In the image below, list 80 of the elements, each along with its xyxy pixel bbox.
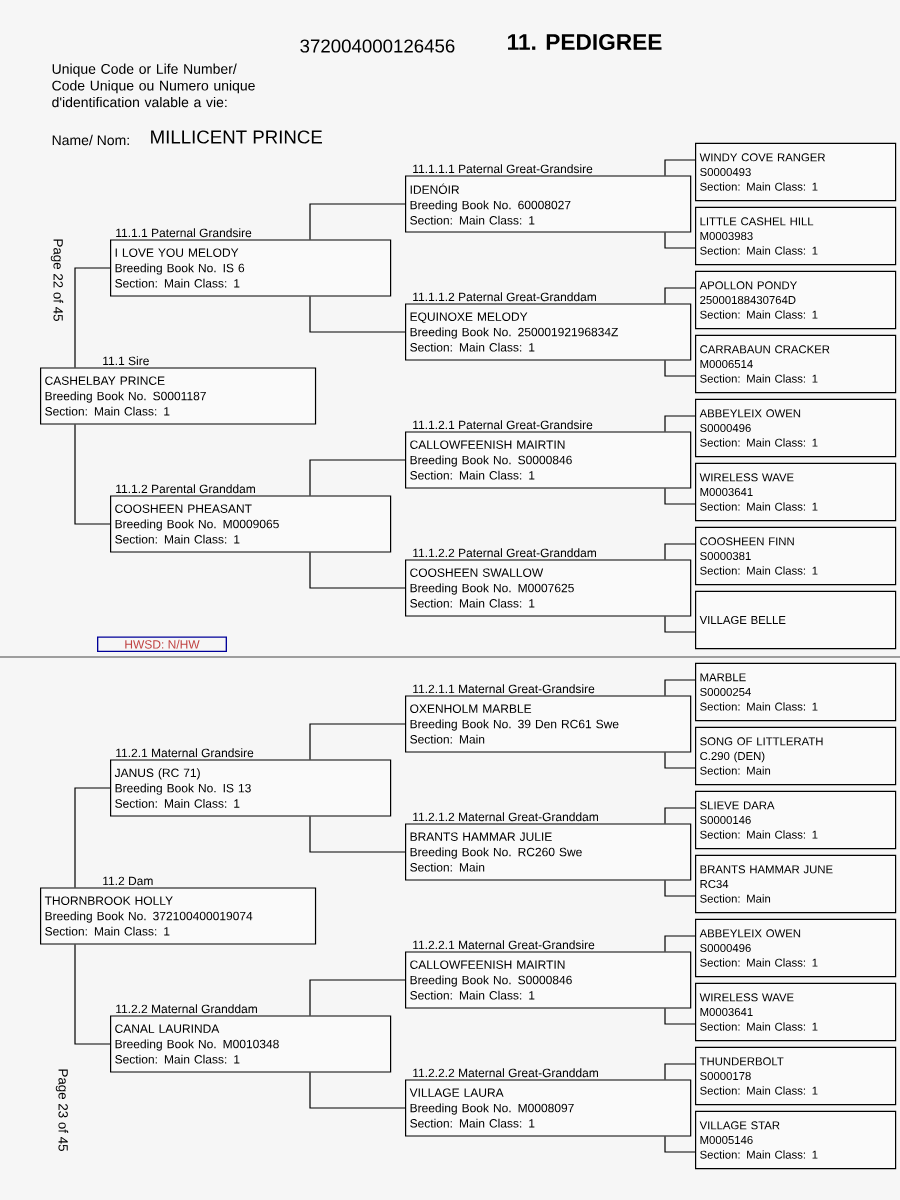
connector-line [309, 816, 406, 853]
box-heading: 11.1.2.2 Paternal Great-Granddam [413, 548, 596, 558]
connector-line [664, 616, 696, 633]
stamp: HWSD: N/HW [97, 636, 227, 652]
page-number: Page 23 of 45 [55, 1069, 69, 1151]
connector-line [664, 807, 696, 824]
box-heading: 11.2.2.2 Maternal Great-Granddam [413, 1068, 598, 1078]
connector-line [664, 752, 696, 769]
pedigree-box: WINDY COVE RANGER S0000493 Section: Main Class: 1 [695, 142, 897, 202]
animal-name: MILLICENT PRINCE [151, 130, 322, 144]
box-heading: 11.1.1.1 Paternal Great-Grandsire [413, 164, 593, 174]
connector-line [309, 1072, 406, 1109]
box-heading: 11.2.2 Maternal Granddam [116, 1004, 257, 1014]
pedigree-box: CASHELBAY PRINCE Breeding Book No. S0001187 Section: Main Class: 1 [40, 367, 317, 425]
connector-line [664, 415, 696, 432]
connector-line [309, 552, 406, 589]
box-heading: 11.1.1.2 Paternal Great-Granddam [413, 292, 596, 302]
page-title: 11. PEDIGREE [508, 34, 662, 51]
connector-line [74, 267, 111, 368]
pedigree-box: COOSHEEN FINN S0000381 Section: Main Class: 1 [695, 526, 897, 586]
connector-line [664, 880, 696, 897]
pedigree-box: I LOVE YOU MELODY Breeding Book No. IS 6 Section: Main Class: 1 [110, 239, 392, 297]
box-heading: 11.2.1.2 Maternal Great-Granddam [413, 812, 598, 822]
pedigree-box: SONG OF LITTLERATH C.290 (DEN) Section: Main [695, 726, 897, 786]
box-heading: 11.1.2 Parental Granddam [116, 484, 255, 494]
pedigree-box: EQUINOXE MELODY Breeding Book No. 25000192196834Z Section: Main Class: 1 [405, 303, 692, 361]
connector-line [74, 424, 111, 525]
connector-line [309, 459, 406, 496]
connector-line [664, 1008, 696, 1025]
field-label: Unique Code or Life Number/ Code Unique ou Numero unique d'identification valable a vie: [52, 63, 255, 108]
connector-line [664, 1136, 696, 1153]
box-heading: 11.2.1.1 Maternal Great-Grandsire [413, 684, 595, 694]
pedigree-box: CALLOWFEENISH MAIRTIN Breeding Book No. S0000846 Section: Main Class: 1 [405, 431, 692, 489]
connector-line [664, 360, 696, 377]
box-heading: 11.1 Sire [103, 356, 149, 366]
pedigree-box: COOSHEEN SWALLOW Breeding Book No. M0007625 Section: Main Class: 1 [405, 559, 692, 617]
page-number: Page 22 of 45 [50, 239, 64, 321]
connector-line [309, 296, 406, 333]
pedigree-box: OXENHOLM MARBLE Breeding Book No. 39 Den RC61 Swe Section: Main [405, 695, 692, 753]
pedigree-box: WIRELESS WAVE M0003641 Section: Main Class: 1 [695, 982, 897, 1042]
pedigree-box: VILLAGE LAURA Breeding Book No. M0008097 Section: Main Class: 1 [405, 1079, 692, 1137]
pedigree-box: BRANTS HAMMAR JULIE Breeding Book No. RC260 Swe Section: Main [405, 823, 692, 881]
pedigree-box: CALLOWFEENISH MAIRTIN Breeding Book No. S0000846 Section: Main Class: 1 [405, 951, 692, 1009]
connector-line [664, 935, 696, 952]
connector-line [664, 679, 696, 696]
pedigree-box: LITTLE CASHEL HILL M0003983 Section: Main Class: 1 [695, 206, 897, 266]
box-heading: 11.2 Dam [103, 876, 153, 886]
pedigree-box: BRANTS HAMMAR JUNE RC34 Section: Main [695, 854, 897, 914]
box-heading: 11.1.1 Paternal Grandsire [116, 228, 252, 238]
connector-line [664, 488, 696, 505]
connector-line [309, 723, 406, 760]
pedigree-box: VILLAGE BELLE [695, 590, 897, 650]
pedigree-box: WIRELESS WAVE M0003641 Section: Main Class: 1 [695, 462, 897, 522]
pedigree-box: APOLLON PONDY 25000188430764D Section: Main Class: 1 [695, 270, 897, 330]
pedigree-box: ABBEYLEIX OWEN S0000496 Section: Main Class: 1 [695, 918, 897, 978]
connector-line [664, 1063, 696, 1080]
connector-line [74, 787, 111, 888]
connector-line [664, 232, 696, 249]
life-number: 372004000126456 [300, 39, 455, 53]
field-label: Name/ Nom: [52, 134, 129, 146]
box-heading: 11.2.1 Maternal Grandsire [116, 748, 254, 758]
pedigree-box: JANUS (RC 71) Breeding Book No. IS 13 Section: Main Class: 1 [110, 759, 392, 817]
pedigree-box: THORNBROOK HOLLY Breeding Book No. 372100400019074 Section: Main Class: 1 [40, 887, 317, 945]
pedigree-box: MARBLE S0000254 Section: Main Class: 1 [695, 662, 897, 722]
connector-line [664, 287, 696, 304]
pedigree-box: CANAL LAURINDA Breeding Book No. M0010348 Section: Main Class: 1 [110, 1015, 392, 1073]
pedigree-box: IDENÓIR Breeding Book No. 60008027 Section: Main Class: 1 [405, 175, 692, 233]
pedigree-box: THUNDERBOLT S0000178 Section: Main Class: 1 [695, 1046, 897, 1106]
connector-line [309, 979, 406, 1016]
connector-line [74, 944, 111, 1045]
pedigree-box: VILLAGE STAR M0005146 Section: Main Class: 1 [695, 1110, 897, 1170]
pedigree-box: ABBEYLEIX OWEN S0000496 Section: Main Class: 1 [695, 398, 897, 458]
pedigree-box: COOSHEEN PHEASANT Breeding Book No. M0009065 Section: Main Class: 1 [110, 495, 392, 553]
pedigree-box: CARRABAUN CRACKER M0006514 Section: Main Class: 1 [695, 334, 897, 394]
box-heading: 11.1.2.1 Paternal Great-Grandsire [413, 420, 593, 430]
box-heading: 11.2.2.1 Maternal Great-Grandsire [413, 940, 595, 950]
connector-line [664, 159, 696, 176]
connector-line [309, 203, 406, 240]
pedigree-box: SLIEVE DARA S0000146 Section: Main Class: 1 [695, 790, 897, 850]
connector-line [664, 543, 696, 560]
